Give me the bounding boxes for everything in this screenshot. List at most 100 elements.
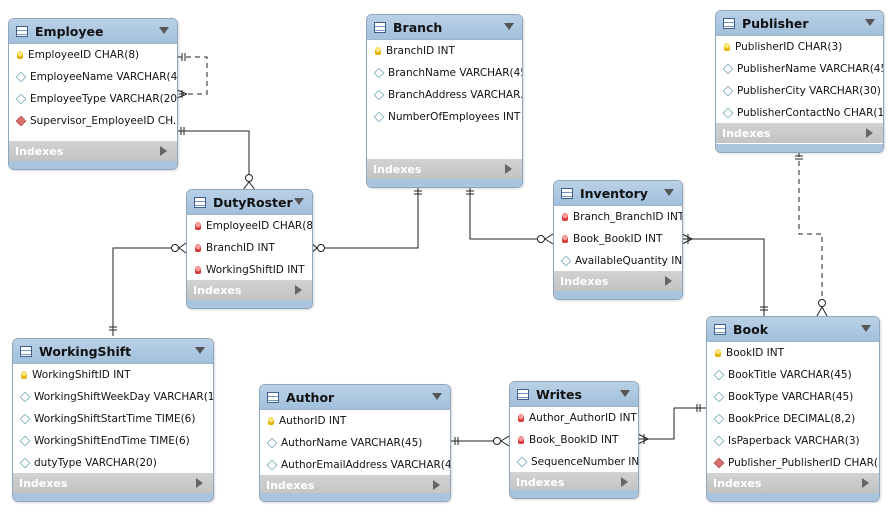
column-icon xyxy=(266,459,278,471)
column-row[interactable]: WorkingShiftWeekDay VARCHAR(15) xyxy=(13,386,213,408)
table-branch[interactable]: Branch BranchID INT BranchName VARCHAR(4… xyxy=(366,14,523,188)
table-author[interactable]: Author AuthorID INT AuthorName VARCHAR(4… xyxy=(259,384,451,502)
table-header[interactable]: Employee xyxy=(9,19,177,44)
table-icon xyxy=(561,187,573,199)
indexes-label: Indexes xyxy=(193,283,242,297)
column-row[interactable]: BranchID INT xyxy=(187,237,312,259)
table-header[interactable]: WorkingShift xyxy=(13,339,213,364)
column-icon xyxy=(560,255,572,267)
column-row[interactable]: BranchName VARCHAR(45) xyxy=(367,62,522,84)
indexes-section[interactable]: Indexes xyxy=(707,473,879,493)
collapse-arrow-icon[interactable] xyxy=(664,189,674,196)
column-row[interactable]: Author_AuthorID INT xyxy=(510,407,638,429)
column-label: WorkingShiftStartTime TIME(6) xyxy=(34,413,196,425)
expand-arrow-icon[interactable] xyxy=(295,285,302,295)
indexes-section[interactable]: Indexes xyxy=(260,475,450,495)
expand-arrow-icon[interactable] xyxy=(505,164,512,174)
column-row[interactable]: PublisherCity VARCHAR(30) xyxy=(716,80,883,102)
column-label: BranchName VARCHAR(45) xyxy=(388,67,523,79)
table-header[interactable]: Book xyxy=(707,317,879,342)
column-row[interactable]: Publisher_PublisherID CHAR(3) xyxy=(707,452,879,474)
table-header[interactable]: Publisher xyxy=(716,11,883,36)
column-row[interactable]: Book_BookID INT xyxy=(510,429,638,451)
column-row[interactable]: BookType VARCHAR(45) xyxy=(707,386,879,408)
column-row[interactable]: EmployeeName VARCHAR(45) xyxy=(9,66,177,88)
column-row[interactable]: WorkingShiftEndTime TIME(6) xyxy=(13,430,213,452)
collapse-arrow-icon[interactable] xyxy=(294,198,304,205)
table-header[interactable]: DutyRoster xyxy=(187,190,312,215)
column-row[interactable]: WorkingShiftStartTime TIME(6) xyxy=(13,408,213,430)
table-workingshift[interactable]: WorkingShift WorkingShiftID INT WorkingS… xyxy=(12,338,214,502)
column-row[interactable]: PublisherName VARCHAR(45) xyxy=(716,58,883,80)
column-row[interactable]: Book_BookID INT xyxy=(554,228,682,250)
table-title: Author xyxy=(286,389,335,405)
collapse-arrow-icon[interactable] xyxy=(195,347,205,354)
expand-arrow-icon[interactable] xyxy=(621,477,628,487)
table-dutyroster[interactable]: DutyRoster EmployeeID CHAR(8) BranchID I… xyxy=(186,189,313,309)
column-label: PublisherName VARCHAR(45) xyxy=(737,63,884,75)
expand-arrow-icon[interactable] xyxy=(160,146,167,156)
column-row[interactable]: WorkingShiftID INT xyxy=(187,259,312,281)
table-writes[interactable]: Writes Author_AuthorID INT Book_BookID I… xyxy=(509,381,639,499)
column-row[interactable]: EmployeeType VARCHAR(20) xyxy=(9,88,177,110)
column-row[interactable]: WorkingShiftID INT xyxy=(13,364,213,386)
expand-arrow-icon[interactable] xyxy=(862,478,869,488)
column-row[interactable]: SequenceNumber INT xyxy=(510,451,638,473)
column-row[interactable]: BranchAddress VARCHAR... xyxy=(367,84,522,106)
column-row[interactable]: BranchID INT xyxy=(367,40,522,62)
expand-arrow-icon[interactable] xyxy=(866,128,873,138)
column-row[interactable]: AuthorEmailAddress VARCHAR(45) xyxy=(260,454,450,476)
table-header[interactable]: Author xyxy=(260,385,450,410)
column-row[interactable]: PublisherID CHAR(3) xyxy=(716,36,883,58)
table-inventory[interactable]: Inventory Branch_BranchID INT Book_BookI… xyxy=(553,180,683,300)
table-footer xyxy=(187,300,312,308)
column-row[interactable]: AuthorName VARCHAR(45) xyxy=(260,432,450,454)
indexes-label: Indexes xyxy=(722,126,771,140)
table-header[interactable]: Branch xyxy=(367,15,522,40)
table-header[interactable]: Writes xyxy=(510,382,638,407)
collapse-arrow-icon[interactable] xyxy=(159,27,169,34)
collapse-arrow-icon[interactable] xyxy=(861,325,871,332)
collapse-arrow-icon[interactable] xyxy=(504,23,514,30)
column-row[interactable]: AvailableQuantity INT xyxy=(554,250,682,272)
column-icon xyxy=(722,107,734,119)
indexes-section[interactable]: Indexes xyxy=(510,472,638,492)
column-row[interactable]: BookPrice DECIMAL(8,2) xyxy=(707,408,879,430)
collapse-arrow-icon[interactable] xyxy=(432,393,442,400)
table-publisher[interactable]: Publisher PublisherID CHAR(3) PublisherN… xyxy=(715,10,884,153)
column-row[interactable]: PublisherContactNo CHAR(10) xyxy=(716,102,883,124)
relationship-author-writes xyxy=(450,435,510,447)
indexes-section[interactable]: Indexes xyxy=(187,280,312,300)
expand-arrow-icon[interactable] xyxy=(665,276,672,286)
column-label: AuthorEmailAddress VARCHAR(45) xyxy=(281,459,451,471)
table-title: DutyRoster xyxy=(213,194,293,210)
expand-arrow-icon[interactable] xyxy=(433,480,440,490)
column-row[interactable]: AuthorID INT xyxy=(260,410,450,432)
column-row[interactable]: EmployeeID CHAR(8) xyxy=(187,215,312,237)
collapse-arrow-icon[interactable] xyxy=(620,390,630,397)
indexes-section[interactable]: Indexes xyxy=(367,159,522,179)
foreign-key-icon xyxy=(518,414,524,422)
indexes-section[interactable]: Indexes xyxy=(716,123,883,143)
table-header[interactable]: Inventory xyxy=(554,181,682,206)
column-row[interactable]: EmployeeID CHAR(8) xyxy=(9,44,177,66)
indexes-section[interactable]: Indexes xyxy=(554,271,682,291)
expand-arrow-icon[interactable] xyxy=(196,478,203,488)
indexes-label: Indexes xyxy=(19,476,68,490)
column-row[interactable]: Supervisor_EmployeeID CH... xyxy=(9,110,177,132)
table-book[interactable]: Book BookID INT BookTitle VARCHAR(45) Bo… xyxy=(706,316,880,502)
column-row[interactable]: BookTitle VARCHAR(45) xyxy=(707,364,879,386)
column-row[interactable]: Branch_BranchID INT xyxy=(554,206,682,228)
indexes-section[interactable]: Indexes xyxy=(9,141,177,161)
indexes-section[interactable]: Indexes xyxy=(13,473,213,493)
collapse-arrow-icon[interactable] xyxy=(865,19,875,26)
column-row[interactable]: IsPaperback VARCHAR(3) xyxy=(707,430,879,452)
table-employee[interactable]: Employee EmployeeID CHAR(8) EmployeeName… xyxy=(8,18,178,170)
column-label: IsPaperback VARCHAR(3) xyxy=(728,435,860,447)
foreign-key-icon xyxy=(195,266,201,274)
column-row[interactable]: dutyType VARCHAR(20) xyxy=(13,452,213,474)
column-row[interactable]: BookID INT xyxy=(707,342,879,364)
column-row[interactable]: NumberOfEmployees INT xyxy=(367,106,522,128)
column-label: Author_AuthorID INT xyxy=(529,412,637,424)
column-label: WorkingShiftWeekDay VARCHAR(15) xyxy=(34,391,214,403)
